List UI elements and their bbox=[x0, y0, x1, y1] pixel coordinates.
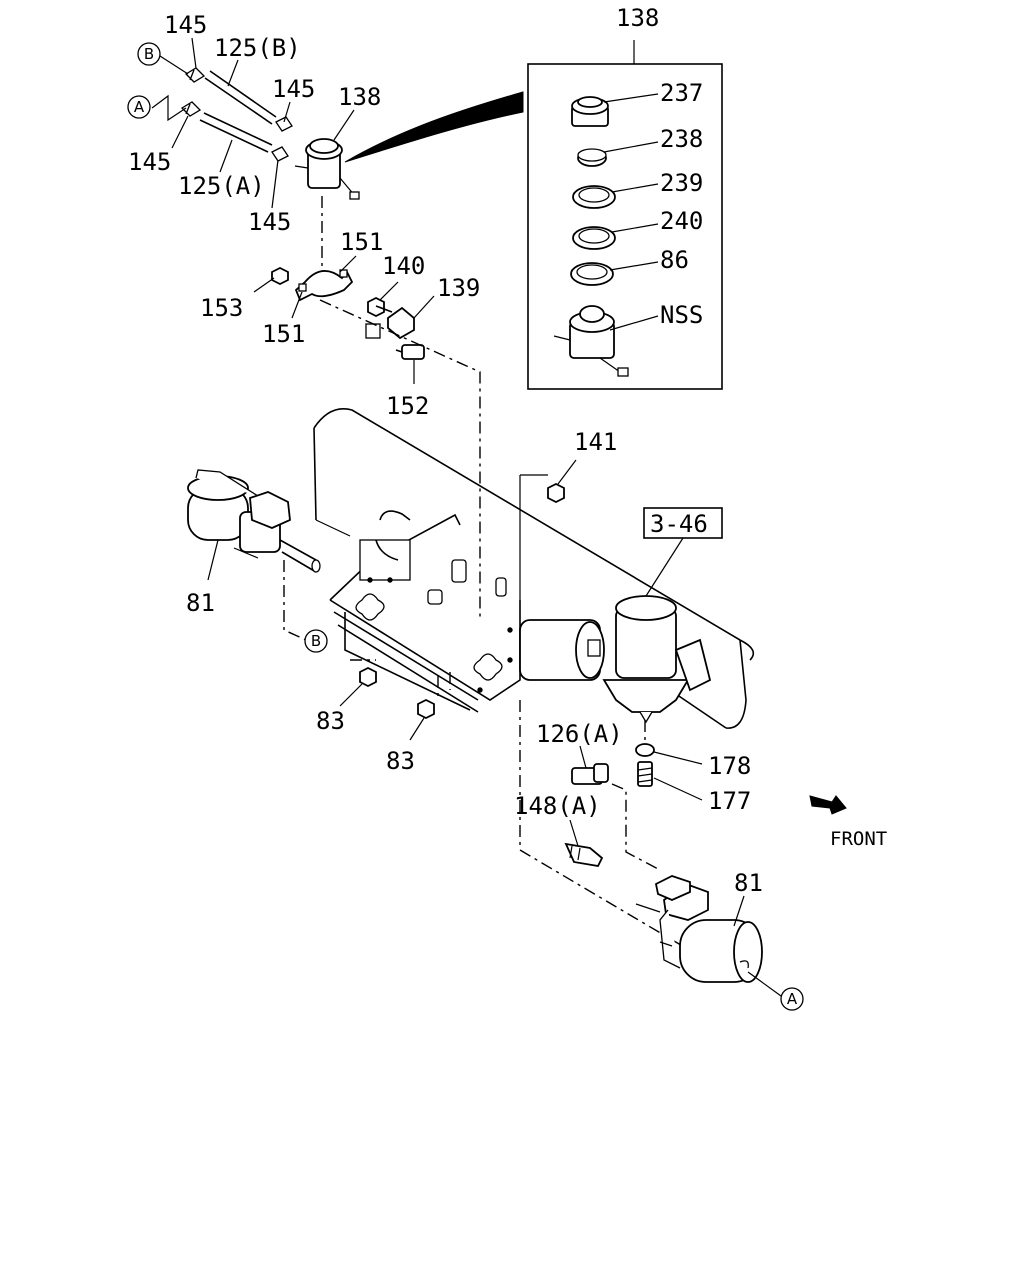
clamp-145-upper-left bbox=[184, 67, 206, 83]
label-81-left: 81 bbox=[186, 589, 215, 617]
label-153: 153 bbox=[200, 294, 243, 322]
leader-lines bbox=[171, 37, 745, 927]
bolt-152 bbox=[395, 344, 425, 360]
label-145-bottom: 145 bbox=[248, 208, 291, 236]
label-148a: 148(A) bbox=[514, 792, 601, 820]
label-151-top: 151 bbox=[340, 228, 383, 256]
ref-box-3-46 bbox=[643, 507, 723, 597]
svg-text:B: B bbox=[144, 45, 154, 63]
filter-238 bbox=[577, 148, 607, 167]
ref-circle-b-top: B bbox=[137, 42, 189, 75]
clamp-145-lower-right bbox=[271, 146, 289, 162]
ref-circle-b-middle: B bbox=[304, 629, 328, 653]
plate-139 bbox=[365, 306, 415, 340]
label-138-small: 138 bbox=[338, 83, 381, 111]
hose-assembly bbox=[151, 67, 293, 162]
detail-box-138 bbox=[527, 40, 723, 390]
label-86: 86 bbox=[660, 246, 689, 274]
svg-text:A: A bbox=[134, 98, 145, 116]
svg-text:A: A bbox=[787, 990, 798, 1008]
label-126a: 126(A) bbox=[536, 720, 623, 748]
label-140: 140 bbox=[382, 252, 425, 280]
filter-177 bbox=[637, 761, 653, 787]
front-arrow-icon bbox=[809, 795, 847, 815]
label-145-left: 145 bbox=[128, 148, 171, 176]
air-tank bbox=[519, 619, 605, 681]
label-125b: 125(B) bbox=[214, 34, 301, 62]
clamp-145-lower-left bbox=[180, 101, 202, 117]
label-238: 238 bbox=[660, 125, 703, 153]
label-front: FRONT bbox=[830, 828, 887, 850]
label-145-top: 145 bbox=[164, 11, 207, 39]
brake-chamber-81-left bbox=[187, 469, 321, 573]
label-138-detail: 138 bbox=[616, 4, 659, 32]
elbow-126a bbox=[571, 763, 609, 785]
label-178: 178 bbox=[708, 752, 751, 780]
bracket-151 bbox=[294, 269, 354, 302]
label-81-right: 81 bbox=[734, 869, 763, 897]
nut-83-right bbox=[417, 698, 435, 720]
detail-pointer bbox=[344, 91, 524, 163]
ring-240 bbox=[572, 226, 616, 250]
reservoir-body-nss bbox=[553, 305, 629, 377]
ring-239 bbox=[572, 185, 616, 209]
bolt-140 bbox=[367, 296, 393, 318]
clamp-145-upper-right bbox=[275, 116, 293, 132]
nut-141 bbox=[547, 482, 565, 504]
label-83-b: 83 bbox=[386, 747, 415, 775]
ref-circle-a-bottom: A bbox=[747, 971, 804, 1011]
connector-148a bbox=[564, 842, 604, 867]
label-177: 177 bbox=[708, 787, 751, 815]
nut-83-left bbox=[359, 666, 377, 688]
reservoir-138 bbox=[294, 138, 360, 200]
air-dryer bbox=[602, 595, 712, 724]
label-83-a: 83 bbox=[316, 707, 345, 735]
label-237: 237 bbox=[660, 79, 703, 107]
chassis-frame bbox=[313, 408, 755, 981]
fitting-178 bbox=[635, 743, 655, 757]
label-3-46: 3-46 bbox=[650, 510, 708, 538]
label-240: 240 bbox=[660, 207, 703, 235]
label-152: 152 bbox=[386, 392, 429, 420]
label-nss: NSS bbox=[660, 301, 703, 329]
ref-circle-a-top: A bbox=[127, 95, 151, 119]
brake-chamber-81-right bbox=[635, 875, 763, 983]
label-239: 239 bbox=[660, 169, 703, 197]
label-151-bottom: 151 bbox=[262, 320, 305, 348]
label-125a: 125(A) bbox=[178, 172, 265, 200]
label-141: 141 bbox=[574, 428, 617, 456]
cap-237 bbox=[571, 96, 609, 127]
svg-text:B: B bbox=[311, 632, 321, 650]
label-145-mid: 145 bbox=[272, 75, 315, 103]
seal-86 bbox=[570, 262, 614, 286]
label-139: 139 bbox=[437, 274, 480, 302]
nut-153 bbox=[271, 266, 289, 286]
part-labels: 145 125(B) 145 138 145 125(A) 145 151 14… bbox=[128, 4, 887, 897]
